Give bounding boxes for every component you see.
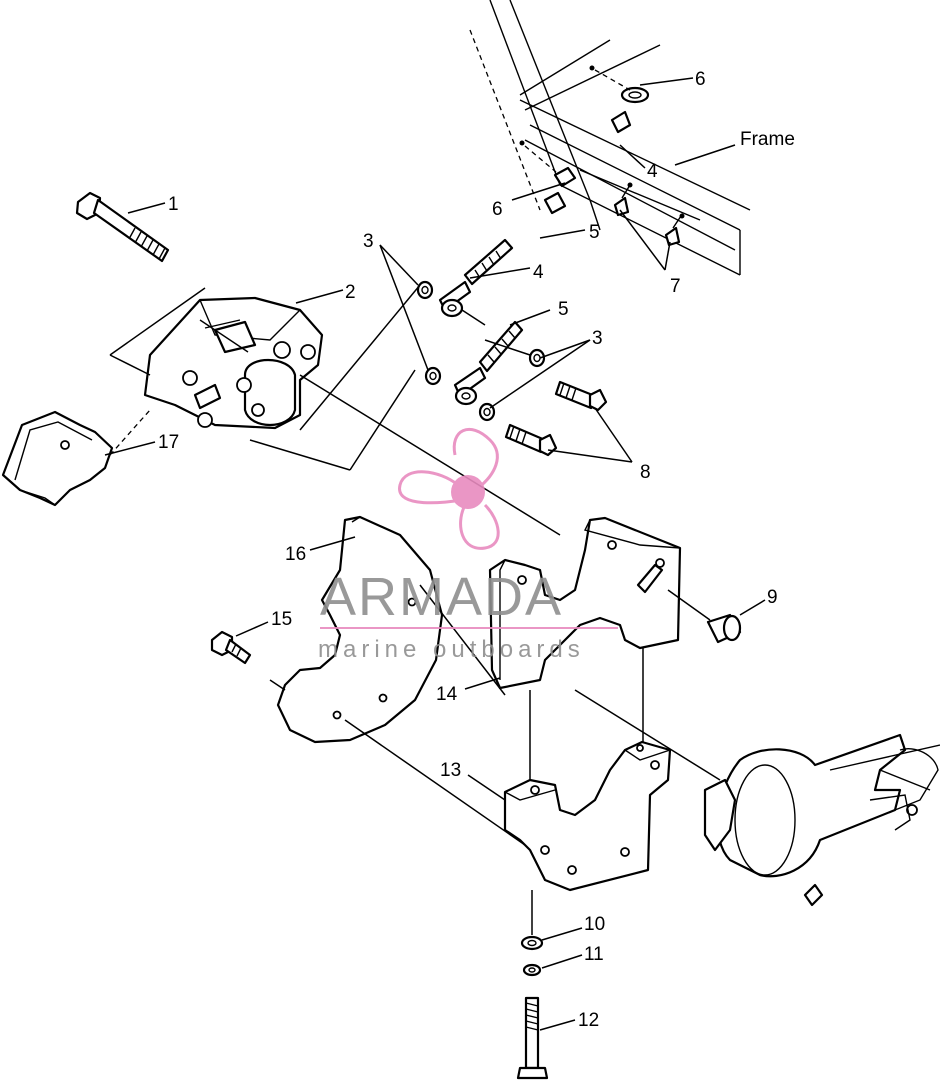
frame-label: Frame bbox=[740, 129, 795, 150]
callout-4-upper: 4 bbox=[647, 161, 658, 182]
callout-2: 2 bbox=[345, 282, 356, 303]
callout-6-lower: 6 bbox=[492, 199, 503, 220]
bolt-small bbox=[210, 630, 252, 665]
callout-10: 10 bbox=[584, 914, 605, 935]
callout-3-right: 3 bbox=[592, 328, 603, 349]
callout-16: 16 bbox=[285, 544, 306, 565]
callout-14: 14 bbox=[436, 684, 458, 705]
washers bbox=[416, 280, 546, 422]
callout-1: 1 bbox=[168, 194, 179, 215]
callout-3-left: 3 bbox=[363, 231, 374, 252]
callout-6-upper: 6 bbox=[695, 69, 706, 90]
callout-12: 12 bbox=[578, 1010, 599, 1031]
frame-structure bbox=[469, 0, 751, 276]
watermark-tagline: marine outboards bbox=[318, 636, 585, 663]
axle-hub bbox=[703, 733, 940, 907]
upper-bracket bbox=[488, 516, 682, 690]
callout-4-lower: 4 bbox=[533, 262, 544, 283]
callout-13: 13 bbox=[440, 760, 461, 781]
callout-11: 11 bbox=[584, 944, 604, 965]
bottom-fasteners bbox=[516, 935, 549, 1080]
brake-disc bbox=[276, 515, 444, 744]
callout-8: 8 bbox=[640, 462, 651, 483]
callout-leaders bbox=[104, 77, 766, 1031]
callout-5-lower: 5 bbox=[558, 299, 569, 320]
link-rods bbox=[438, 238, 524, 406]
callout-15: 15 bbox=[271, 609, 292, 630]
callout-7: 7 bbox=[670, 276, 681, 297]
bolts-short bbox=[504, 380, 608, 457]
callout-labels: 1 2 3 3 4 4 5 5 6 6 7 8 9 10 11 12 13 14… bbox=[158, 69, 795, 1031]
brake-pad bbox=[1, 410, 114, 507]
watermark-logo: ARMADA marine outboards bbox=[318, 427, 618, 663]
callout-5-upper: 5 bbox=[589, 222, 600, 243]
callout-17: 17 bbox=[158, 432, 179, 453]
propeller-icon bbox=[398, 427, 500, 550]
callout-9: 9 bbox=[767, 587, 778, 608]
lower-bracket bbox=[503, 740, 672, 892]
bolt-long bbox=[75, 191, 170, 263]
assembly-lines bbox=[109, 284, 721, 935]
watermark-brand: ARMADA bbox=[320, 567, 563, 627]
caliper-housing bbox=[143, 296, 324, 430]
bushing bbox=[706, 613, 742, 644]
frame-hardware bbox=[519, 65, 685, 247]
